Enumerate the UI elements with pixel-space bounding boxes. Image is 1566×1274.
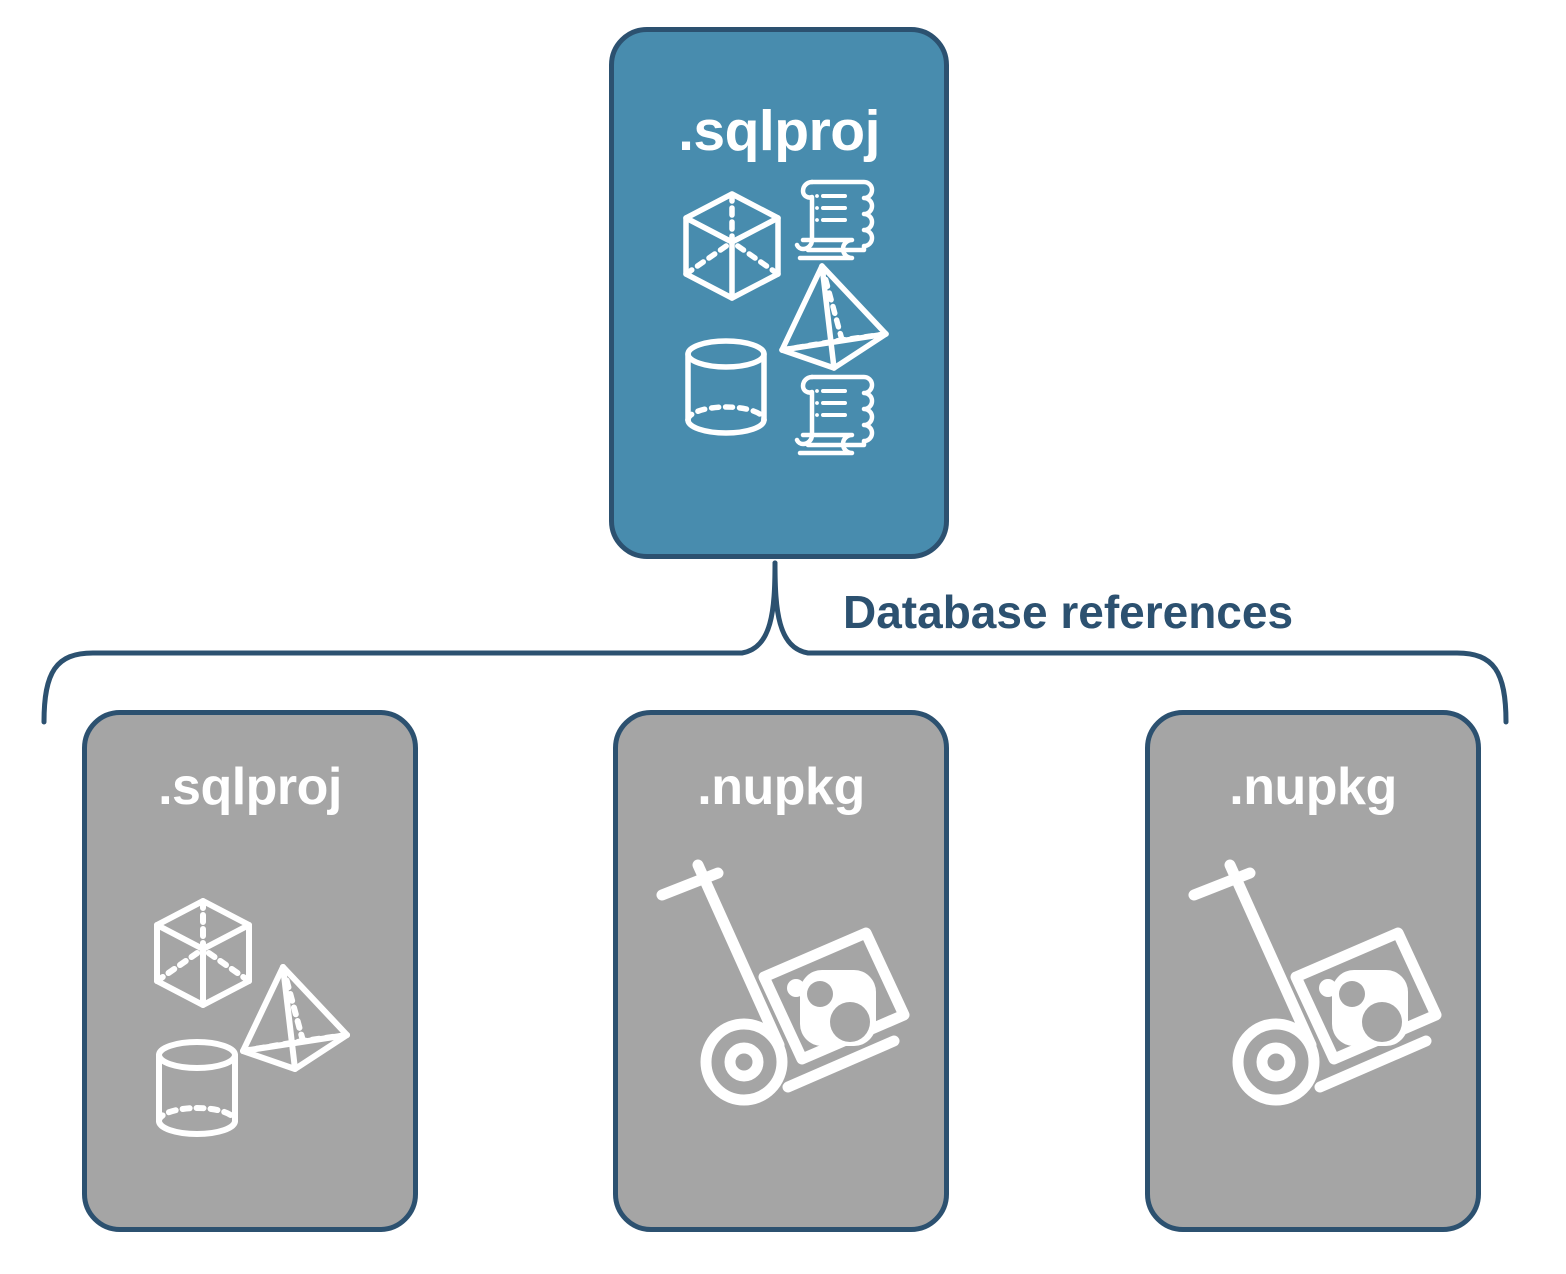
nuget-logo-cutouts bbox=[1339, 981, 1402, 1042]
card-title: .sqlproj bbox=[158, 758, 342, 816]
pyramid-icon bbox=[240, 964, 350, 1072]
node-card-nupkg-reference-2[interactable]: .nupkg bbox=[1145, 710, 1481, 1232]
package-box bbox=[758, 927, 910, 1065]
scroll-icon bbox=[794, 179, 875, 261]
icon-cluster-svg bbox=[683, 179, 889, 456]
nuget-logo-cutouts bbox=[807, 981, 870, 1042]
card-title: .nupkg bbox=[1229, 758, 1397, 816]
node-card-sqlproj-reference[interactable]: .sqlproj bbox=[82, 710, 418, 1232]
nuget-package-icon bbox=[656, 859, 910, 1106]
node-card-sqlproj-root[interactable]: .sqlproj bbox=[609, 27, 949, 559]
cylinder-icon bbox=[156, 1039, 238, 1137]
connector-label-database-references: Database references bbox=[843, 586, 1294, 638]
pyramid-icon bbox=[779, 263, 889, 371]
dolly-wheel bbox=[1232, 1018, 1320, 1106]
cube-icon bbox=[154, 898, 252, 1008]
card-title: .nupkg bbox=[697, 758, 865, 816]
icon-cluster-svg bbox=[154, 898, 350, 1137]
icon-nuget-package bbox=[636, 855, 926, 1145]
nuget-package-icon bbox=[1188, 859, 1442, 1106]
icon-nuget-package bbox=[1168, 855, 1458, 1145]
cube-icon bbox=[683, 191, 781, 301]
node-card-nupkg-reference-1[interactable]: .nupkg bbox=[613, 710, 949, 1232]
dolly-wheel bbox=[700, 1018, 788, 1106]
cylinder-icon bbox=[685, 338, 767, 436]
scroll-icon bbox=[794, 374, 875, 456]
icon-cluster-database-objects bbox=[105, 855, 395, 1145]
package-box bbox=[1290, 927, 1442, 1065]
card-title: .sqlproj bbox=[678, 99, 880, 163]
icon-cluster-database-objects bbox=[674, 172, 894, 462]
